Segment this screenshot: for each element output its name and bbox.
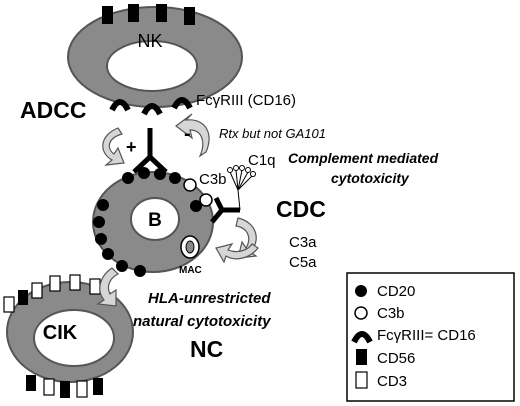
cd20-dot bbox=[138, 167, 150, 179]
cdc-antibody bbox=[210, 196, 240, 224]
cik-cd56-mark bbox=[18, 290, 28, 305]
legend-box bbox=[346, 272, 515, 402]
minus-sign: - bbox=[184, 123, 191, 145]
nk-cd56-mark bbox=[184, 7, 195, 25]
nk-cell: NK bbox=[67, 4, 243, 116]
mac-label: MAC bbox=[179, 265, 202, 276]
legend: CD20 C3b FcγRIII= CD16 CD56 CD3 bbox=[346, 272, 515, 402]
legend-cd20-symbol bbox=[355, 285, 367, 297]
legend-item-label: C3b bbox=[377, 305, 405, 322]
nk-fcr-receptor bbox=[141, 103, 163, 116]
cd20-dot bbox=[190, 200, 202, 212]
cik-cd56-mark bbox=[60, 381, 70, 398]
cd20-dot bbox=[122, 172, 134, 184]
cd20-dot bbox=[93, 216, 105, 228]
cik-nucleus bbox=[33, 309, 115, 367]
nk-fcr-receptor bbox=[109, 99, 131, 112]
legend-item-label: CD56 bbox=[377, 350, 415, 367]
nk-cd56-mark bbox=[156, 4, 167, 22]
cd20-dot bbox=[134, 265, 146, 277]
cd20-dot bbox=[169, 172, 181, 184]
legend-cd3-symbol bbox=[355, 371, 368, 389]
inhibition-arrow bbox=[175, 113, 210, 158]
rtx-label: Rtx but not GA101 bbox=[219, 126, 326, 141]
nk-cd56-mark bbox=[128, 4, 139, 22]
b-cell: B bbox=[92, 167, 214, 277]
cdc-arrow bbox=[215, 243, 259, 264]
cik-cd3-mark bbox=[43, 378, 55, 396]
c1q-label: C1q bbox=[248, 152, 276, 169]
cik-cell: CIK bbox=[3, 274, 134, 398]
c3b-circle bbox=[199, 193, 213, 207]
c3b-circle bbox=[183, 178, 197, 192]
fcr-label: FcγRIII (CD16) bbox=[196, 92, 296, 109]
mac-pore-inner bbox=[185, 240, 195, 254]
legend-item-label: CD3 bbox=[377, 373, 407, 390]
cik-cd3-mark bbox=[49, 275, 61, 292]
b-label: B bbox=[148, 210, 162, 231]
cd20-dot bbox=[97, 199, 109, 211]
hla-line2: natural cytotoxicity bbox=[133, 313, 271, 330]
cd20-dot bbox=[154, 168, 166, 180]
c3b-label: C3b bbox=[199, 171, 227, 188]
cik-cd56-mark bbox=[93, 378, 103, 395]
antibody bbox=[132, 128, 168, 174]
b-nucleus bbox=[130, 197, 180, 241]
nk-cd56-mark bbox=[102, 6, 113, 24]
cdc-label: CDC bbox=[276, 196, 326, 222]
nc-arrow bbox=[96, 267, 120, 307]
c3a-label: C3a bbox=[289, 234, 317, 251]
legend-cd56-symbol bbox=[356, 349, 367, 365]
adcc-label: ADCC bbox=[20, 97, 86, 123]
c1q-molecule bbox=[227, 165, 256, 211]
legend-item-label: FcγRIII= CD16 bbox=[377, 327, 476, 344]
cik-cd56-mark bbox=[26, 375, 36, 391]
cd20-dot bbox=[102, 248, 114, 260]
cik-cd3-mark bbox=[69, 274, 81, 291]
hla-line1: HLA-unrestricted bbox=[148, 290, 271, 307]
complement-line1: Complement mediated bbox=[288, 150, 439, 166]
complement-line2: cytotoxicity bbox=[331, 170, 410, 186]
nk-fcr-receptor bbox=[171, 97, 193, 110]
legend-c3b-symbol bbox=[354, 306, 368, 320]
nc-label: NC bbox=[190, 336, 223, 362]
cik-cd3-mark bbox=[89, 278, 101, 295]
cd20-dot bbox=[116, 260, 128, 272]
legend-fcr-symbol bbox=[351, 331, 373, 344]
c5a-label: C5a bbox=[289, 254, 317, 271]
legend-item-label: CD20 bbox=[377, 283, 415, 300]
plus-sign: + bbox=[126, 137, 137, 157]
activation-arrow bbox=[102, 127, 125, 166]
cik-cd3-mark bbox=[3, 296, 15, 313]
cd20-dot bbox=[95, 233, 107, 245]
cik-label: CIK bbox=[43, 322, 78, 344]
nk-nucleus bbox=[106, 40, 198, 92]
cik-cd3-mark bbox=[31, 282, 43, 299]
cik-cd3-mark bbox=[76, 380, 88, 398]
nk-label: NK bbox=[137, 31, 162, 51]
